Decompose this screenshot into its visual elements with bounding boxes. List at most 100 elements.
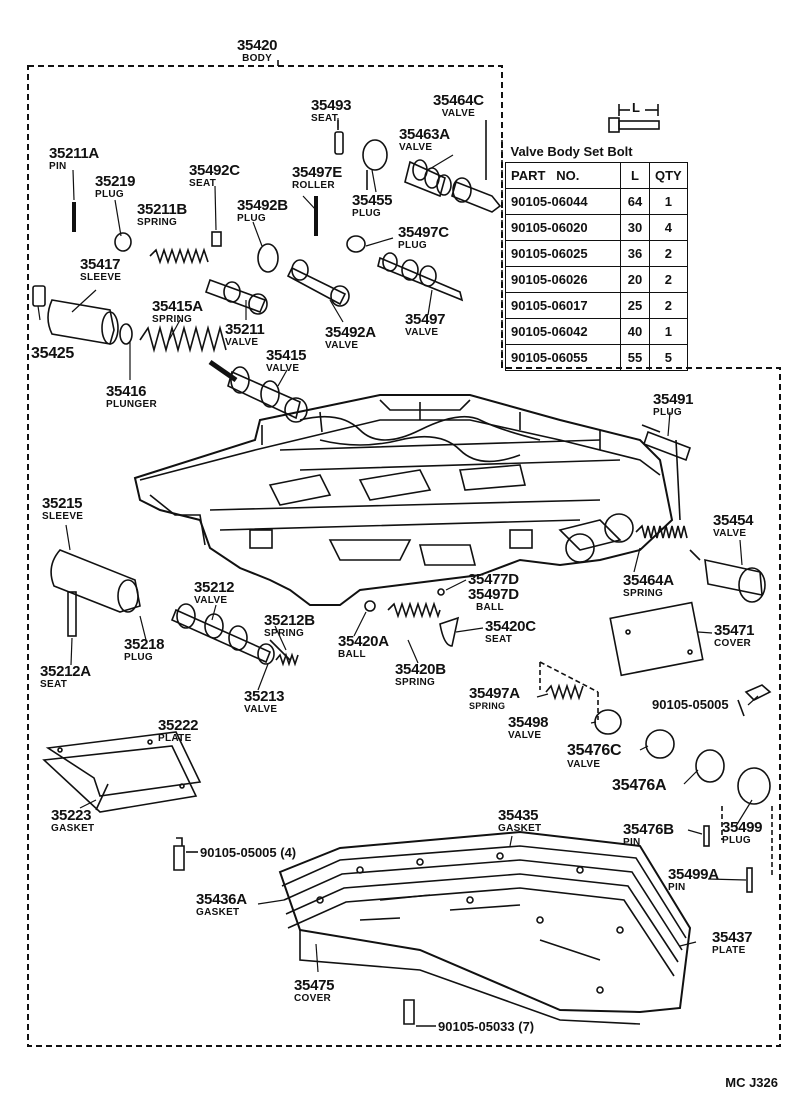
part-35415-valve-shape (227, 370, 301, 420)
part-35211-valve-shape (204, 278, 267, 314)
part-35420C-seat-shape (439, 616, 460, 647)
part-35476C-valve-shape (645, 729, 675, 759)
part-35425-shape (32, 285, 46, 307)
bolt-05005-4-shape (173, 837, 185, 871)
bolt-label-90105-05005: 90105-05005 (652, 697, 729, 712)
part-35477D-ball-shape (437, 588, 445, 596)
valve-body-block (133, 394, 674, 606)
part-35492A-valve-shape (286, 266, 347, 306)
part-35455-plug-shape (362, 139, 388, 171)
part-35498-valve-shape (594, 709, 622, 735)
part-35471-cover-shape (609, 601, 704, 677)
label-35476A: 35476A (612, 777, 667, 794)
bolt-dimension-label: L (632, 100, 640, 115)
body-boundary-dashed (27, 65, 781, 1047)
bolt-label-90105-05033-7: 90105-05033 (7) (438, 1019, 535, 1034)
part-35464C-valve-shape (451, 180, 502, 213)
part-35420B-spring-shape (387, 601, 441, 619)
part-number: 35420 (237, 37, 278, 54)
label-35425: 35425 (31, 345, 74, 362)
part-35493-seat-shape (334, 131, 344, 155)
bolt-05033-7-shape (403, 999, 415, 1025)
bolt-label-90105-05005-4: 90105-05005 (4) (200, 845, 297, 860)
lower-plate-stack (278, 830, 692, 1025)
diagram-code: MC J326 (725, 1075, 778, 1090)
part-35219-plug-shape (114, 232, 132, 252)
part-35476A-shape (695, 749, 725, 783)
part-name: BODY (242, 53, 273, 64)
part-35212-valve-shape (170, 608, 272, 664)
part-35222-plate-shape (45, 731, 202, 797)
bolt-table-header-part: PART NO. (505, 162, 621, 189)
part-35499-plug-shape (737, 767, 771, 805)
part-35454-valve-shape (704, 558, 763, 596)
part-35420A-ball-shape (364, 600, 376, 612)
valve-body-set-bolt-table: Valve Body Set Bolt PART NO. L QTY 90105… (505, 140, 688, 371)
part-35212B-spring-shape (275, 652, 299, 667)
label-35477D: 35477D (468, 571, 519, 588)
part-35497-valve-shape (377, 256, 464, 302)
part-35497A-spring-shape (545, 683, 584, 701)
part-35417-sleeve-shape (47, 299, 115, 345)
part-35212A-seat-shape (67, 591, 77, 637)
part-35464A-spring-shape (635, 524, 688, 539)
part-35415A-spring-shape (139, 324, 227, 354)
part-35492B-plug-shape (257, 243, 279, 273)
bolt-length-icon (608, 104, 660, 133)
part-35492C-seat-shape (211, 231, 222, 247)
part-35211B-spring-shape (149, 247, 209, 265)
label-35420-body: 35420 BODY (237, 37, 278, 64)
part-35497C-plug-shape (346, 235, 366, 253)
part-35476B-pin-shape (703, 825, 710, 847)
bolt-table-header-l: L (620, 162, 650, 189)
part-35499A-pin-shape (746, 867, 753, 893)
bolt-table-title: Valve Body Set Bolt (505, 140, 688, 163)
part-35491-plug-shape (642, 430, 692, 462)
